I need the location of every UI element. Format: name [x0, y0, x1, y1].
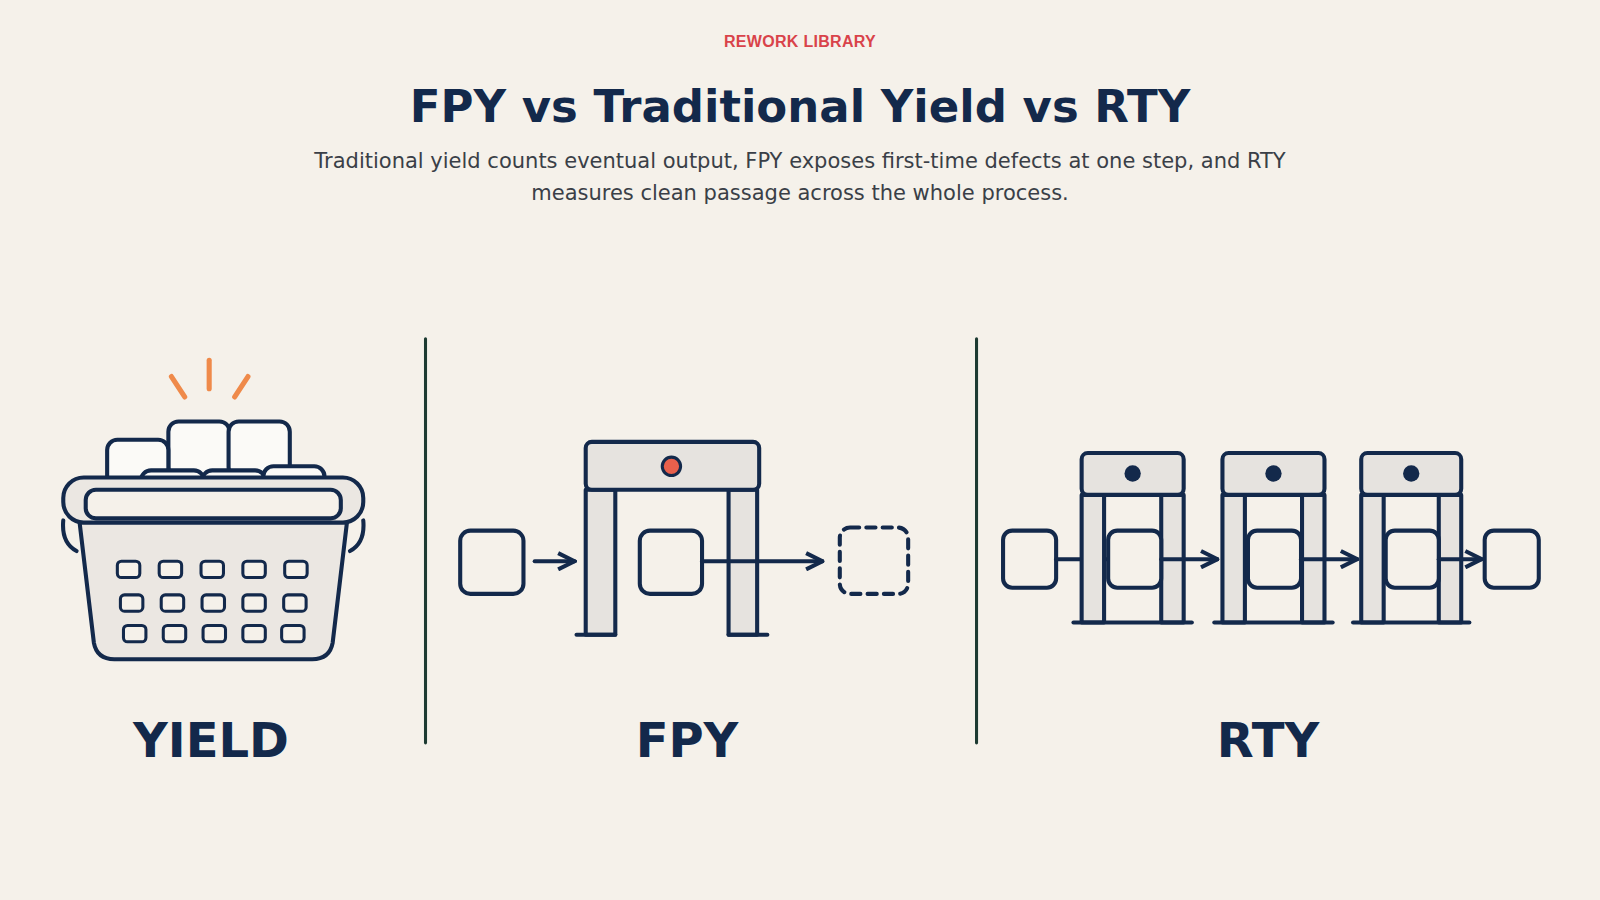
- section-label: RTY: [1118, 712, 1418, 768]
- section-label: YIELD: [61, 712, 361, 768]
- kicker-label: REWORK LIBRARY: [0, 33, 1600, 51]
- caption: Traditional yield counts eventual output…: [280, 145, 1320, 209]
- title: FPY vs Traditional Yield vs RTY: [0, 80, 1600, 133]
- section-label: FPY: [537, 712, 837, 768]
